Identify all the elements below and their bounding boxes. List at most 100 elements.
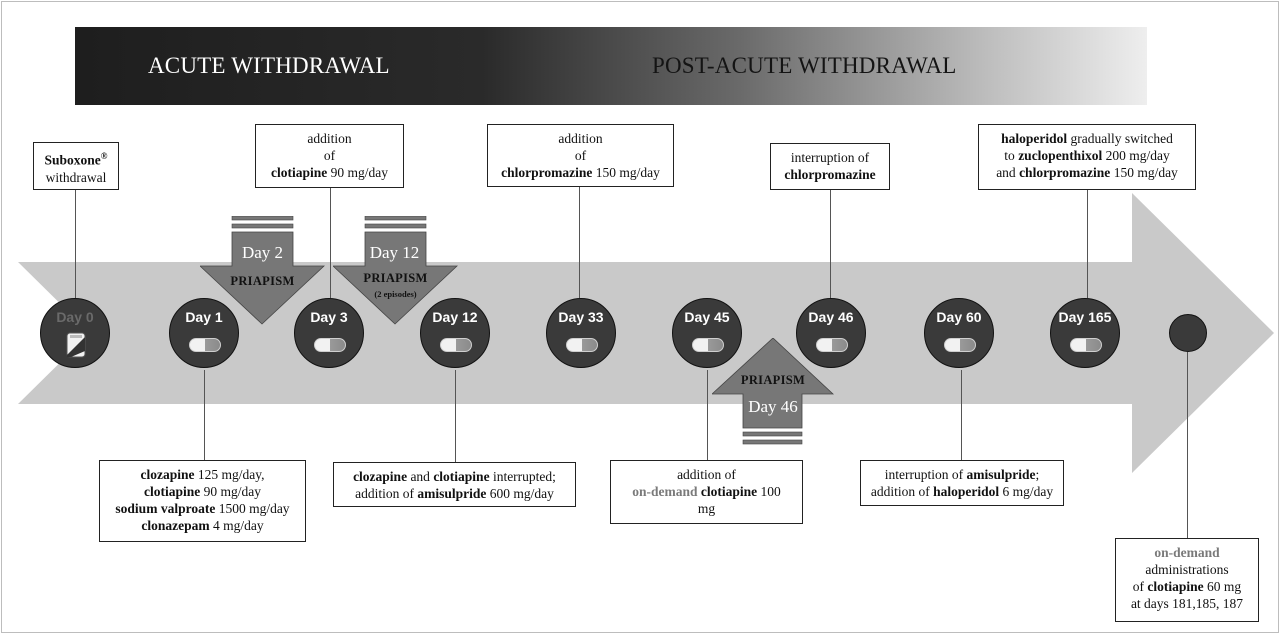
note-drug: clotiapine bbox=[1147, 579, 1204, 594]
milestone-day12-label: Day 12 bbox=[432, 309, 478, 325]
note-dose: 600 mg/day bbox=[486, 486, 554, 501]
note-day12-changes: clozapine and clotiapine interrupted; ad… bbox=[333, 462, 576, 507]
note-text: and bbox=[407, 469, 434, 484]
note-text: of bbox=[1132, 579, 1148, 594]
note-dose: 100 bbox=[757, 484, 781, 499]
note-dose: 60 mg bbox=[1203, 579, 1242, 594]
post-acute-withdrawal-label: POST-ACUTE WITHDRAWAL bbox=[652, 53, 957, 78]
connector-final bbox=[1187, 352, 1188, 538]
note-day46-interruption: interruption of chlorpromazine bbox=[770, 143, 890, 190]
capsule-icon bbox=[944, 338, 976, 352]
priapism-arrow-day46 bbox=[712, 338, 834, 445]
note-text: addition bbox=[307, 131, 352, 146]
milestone-day0: Day 0 bbox=[40, 298, 110, 368]
milestone-day60-label: Day 60 bbox=[936, 309, 982, 325]
note-dose: 125 mg/day, bbox=[194, 467, 265, 482]
milestone-day33: Day 33 bbox=[546, 298, 616, 368]
note-drug: sodium valproate bbox=[115, 501, 216, 516]
registered-mark: ® bbox=[100, 151, 108, 161]
priapism-day2-title: PRIAPISM bbox=[230, 274, 295, 288]
milestone-final-dot bbox=[1169, 314, 1207, 352]
milestone-day60: Day 60 bbox=[924, 298, 994, 368]
priapism-day12-label: Day 12 bbox=[369, 243, 420, 262]
suboxone-film-icon bbox=[66, 332, 86, 358]
note-text: interrupted; bbox=[489, 469, 556, 484]
connector-day46 bbox=[830, 190, 831, 298]
note-dose: 1500 mg/day bbox=[215, 501, 290, 516]
note-day60-changes: interruption of amisulpride; addition of… bbox=[860, 460, 1064, 506]
capsule-icon bbox=[692, 338, 724, 352]
priapism-day12-note: (2 episodes) bbox=[374, 289, 417, 299]
note-drug: amisulpride bbox=[966, 467, 1036, 482]
milestone-day1-label: Day 1 bbox=[185, 309, 223, 325]
milestone-day33-label: Day 33 bbox=[558, 309, 604, 325]
capsule-icon bbox=[314, 338, 346, 352]
note-dose: 90 mg/day bbox=[327, 165, 388, 180]
note-text: of bbox=[574, 148, 587, 163]
note-drug: clotiapine bbox=[700, 484, 758, 499]
priapism-day46-label: Day 46 bbox=[748, 397, 798, 416]
note-drug: chlorpromazine bbox=[501, 165, 593, 180]
note-drug: clozapine bbox=[140, 467, 195, 482]
note-drug: Suboxone bbox=[44, 152, 101, 168]
note-text: interruption of bbox=[790, 150, 870, 165]
note-day33-addition: addition of chlorpromazine 150 mg/day bbox=[487, 124, 674, 187]
connector-day60 bbox=[961, 370, 962, 460]
priapism-day46-title: PRIAPISM bbox=[740, 373, 806, 387]
capsule-icon bbox=[816, 338, 848, 352]
note-text: addition of bbox=[870, 484, 934, 499]
note-drug: clonazepam bbox=[141, 518, 210, 533]
note-text: gradually switched bbox=[1067, 131, 1173, 146]
milestone-day45-label: Day 45 bbox=[684, 309, 730, 325]
priapism-arrow-day12 bbox=[333, 216, 458, 325]
priapism-day2-label: Day 2 bbox=[241, 243, 284, 262]
milestone-day0-label: Day 0 bbox=[56, 309, 94, 325]
note-on-demand: on-demand bbox=[1154, 545, 1220, 560]
note-text: of bbox=[323, 148, 336, 163]
acute-withdrawal-label: ACUTE WITHDRAWAL bbox=[148, 53, 390, 78]
note-drug: haloperidol bbox=[933, 484, 1000, 499]
note-drug: clotiapine bbox=[433, 469, 490, 484]
timeline-arrow-shape bbox=[18, 193, 1274, 473]
note-text: interruption of bbox=[884, 467, 967, 482]
note-on-demand: on-demand bbox=[632, 484, 698, 499]
capsule-icon bbox=[566, 338, 598, 352]
note-dose: 200 mg/day bbox=[1102, 148, 1170, 163]
capsule-icon bbox=[440, 338, 472, 352]
connector-day3 bbox=[330, 188, 331, 298]
note-drug: clotiapine bbox=[271, 165, 328, 180]
note-day45-addition: addition of on-demand clotiapine 100 mg bbox=[610, 460, 803, 524]
note-drug: haloperidol bbox=[1001, 131, 1068, 146]
note-drug: clozapine bbox=[353, 469, 408, 484]
milestone-day3: Day 3 bbox=[294, 298, 364, 368]
note-text: to bbox=[1004, 148, 1019, 163]
phase-banner bbox=[75, 27, 1147, 105]
note-day165-switch: haloperidol gradually switched to zuclop… bbox=[978, 124, 1196, 190]
priapism-day12-title: PRIAPISM bbox=[363, 271, 428, 285]
note-text: at days 181,185, 187 bbox=[1130, 596, 1244, 611]
note-text: and bbox=[996, 165, 1020, 180]
note-dose: 150 mg/day bbox=[592, 165, 660, 180]
milestone-day45: Day 45 bbox=[672, 298, 742, 368]
note-text: addition of bbox=[677, 467, 736, 482]
milestone-day165: Day 165 bbox=[1050, 298, 1120, 368]
note-drug: chlorpromazine bbox=[1019, 165, 1111, 180]
note-dose: 150 mg/day bbox=[1110, 165, 1178, 180]
note-text: addition bbox=[558, 131, 603, 146]
note-text: withdrawal bbox=[45, 169, 107, 185]
connector-suboxone bbox=[75, 190, 76, 298]
note-on-demand-administrations: on-demand administrations of clotiapine … bbox=[1115, 538, 1259, 622]
note-drug: clotiapine bbox=[144, 484, 201, 499]
note-dose: mg bbox=[697, 501, 716, 516]
note-text: administrations bbox=[1145, 562, 1229, 577]
connector-day33 bbox=[579, 187, 580, 298]
note-dose: 6 mg/day bbox=[999, 484, 1054, 499]
note-dose: 4 mg/day bbox=[209, 518, 264, 533]
note-day3-addition: addition of clotiapine 90 mg/day bbox=[255, 124, 404, 188]
note-text: addition of bbox=[355, 486, 418, 501]
note-dose: 90 mg/day bbox=[200, 484, 261, 499]
note-drug: zuclopenthixol bbox=[1018, 148, 1103, 163]
milestone-day46: Day 46 bbox=[796, 298, 866, 368]
